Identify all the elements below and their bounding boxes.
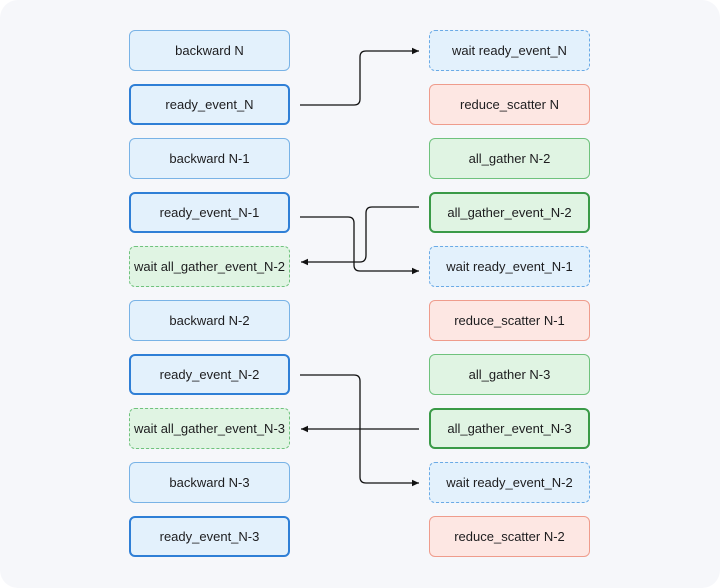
box-backward-n-3: backward N-3 xyxy=(129,462,290,503)
box-wait-ready-event-n-2: wait ready_event_N-2 xyxy=(429,462,590,503)
box-wait-ready-event-n-1: wait ready_event_N-1 xyxy=(429,246,590,287)
box-reduce-scatter-n-2: reduce_scatter N-2 xyxy=(429,516,590,557)
box-reduce-scatter-n-1: reduce_scatter N-1 xyxy=(429,300,590,341)
box-reduce-scatter-n: reduce_scatter N xyxy=(429,84,590,125)
box-all-gather-event-n-3: all_gather_event_N-3 xyxy=(429,408,590,449)
arrow-ready-n1-to-wait-ready-n1 xyxy=(300,216,419,275)
arrow-ready-n-to-wait-ready-n xyxy=(300,47,419,106)
box-backward-n-2: backward N-2 xyxy=(129,300,290,341)
box-wait-all-gather-event-n-3: wait all_gather_event_N-3 xyxy=(129,408,290,449)
box-all-gather-n-2: all_gather N-2 xyxy=(429,138,590,179)
box-ready-event-n: ready_event_N xyxy=(129,84,290,125)
box-backward-n: backward N xyxy=(129,30,290,71)
box-ready-event-n-3: ready_event_N-3 xyxy=(129,516,290,557)
box-ready-event-n-1: ready_event_N-1 xyxy=(129,192,290,233)
box-backward-n-1: backward N-1 xyxy=(129,138,290,179)
arrow-ag-event-n2-to-wait xyxy=(301,206,419,266)
box-all-gather-n-3: all_gather N-3 xyxy=(429,354,590,395)
box-ready-event-n-2: ready_event_N-2 xyxy=(129,354,290,395)
box-all-gather-event-n-2: all_gather_event_N-2 xyxy=(429,192,590,233)
box-wait-all-gather-event-n-2: wait all_gather_event_N-2 xyxy=(129,246,290,287)
box-wait-ready-event-n: wait ready_event_N xyxy=(429,30,590,71)
